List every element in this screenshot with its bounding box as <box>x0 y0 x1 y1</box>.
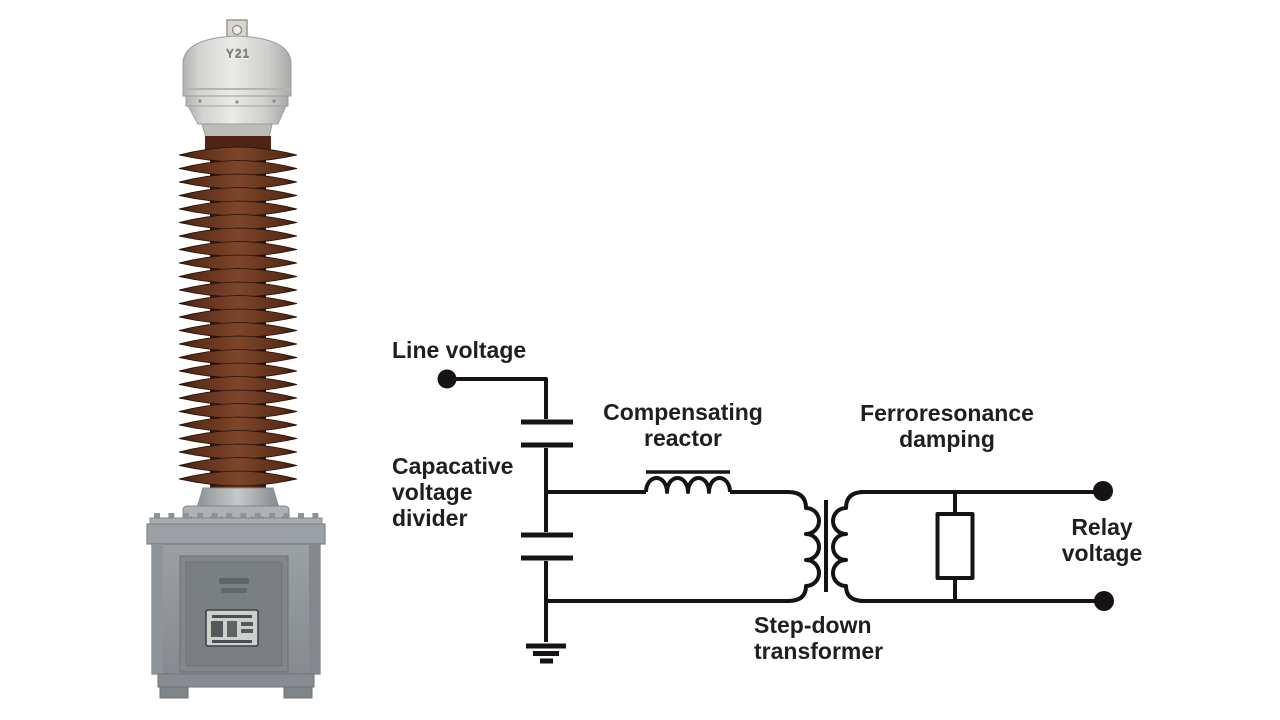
top-terminal <box>226 19 248 39</box>
vent-slot <box>221 588 247 593</box>
label-capacitive-voltage-divider: Capacative voltage divider <box>392 453 514 531</box>
cvt-photo <box>146 19 326 699</box>
ground-icon <box>526 643 566 664</box>
vent-slot <box>219 578 249 584</box>
transformer-secondary-winding <box>831 490 865 603</box>
nameplate <box>205 609 259 647</box>
line-terminal-dot <box>437 369 457 389</box>
label-compensating-reactor: Compensating reactor <box>603 399 763 451</box>
line-input-wire <box>447 377 548 419</box>
capacitor-c2-icon <box>521 532 573 561</box>
relay-terminal-top-dot <box>1093 481 1113 501</box>
transformer-primary-winding <box>787 490 821 603</box>
transformer-icon <box>787 490 865 603</box>
label-step-down-transformer: Step-down transformer <box>754 612 884 664</box>
metal-cap <box>182 35 292 139</box>
inductor-icon <box>644 470 788 494</box>
foot <box>283 686 313 699</box>
label-relay-voltage: Relay voltage <box>1061 514 1143 566</box>
relay-terminal-bottom-dot <box>1094 591 1114 611</box>
label-ferroresonance-damping: Ferroresonance damping <box>860 400 1034 452</box>
label-line-voltage: Line voltage <box>392 337 527 363</box>
resistor-icon <box>935 492 975 601</box>
cap-marking-text: Y21 <box>225 47 251 61</box>
capacitor-c1-icon <box>521 419 573 448</box>
base-tank <box>146 513 326 699</box>
foot <box>159 686 189 699</box>
